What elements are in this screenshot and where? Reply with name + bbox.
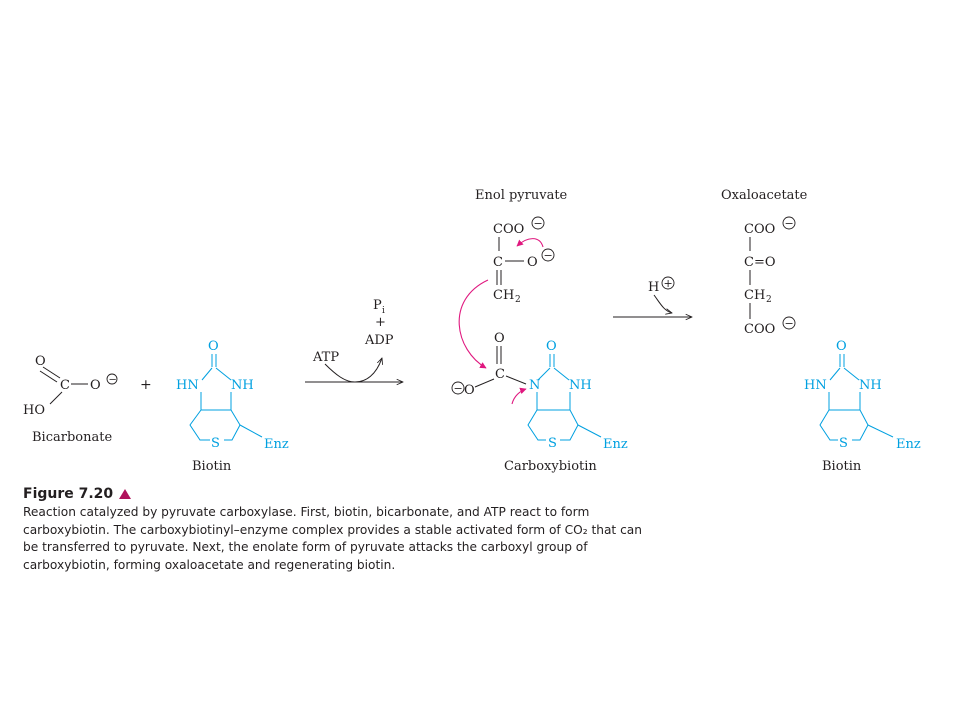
biotin-right-structure: O HN NH S Enz xyxy=(804,339,921,452)
svg-text:+: + xyxy=(375,315,386,330)
figure-number: Figure 7.20 xyxy=(23,486,114,502)
oxaloacetate-structure: COO − C=O CH 2 COO − xyxy=(744,216,796,337)
svg-text:+: + xyxy=(664,277,673,290)
svg-text:O: O xyxy=(546,339,557,354)
oxaloacetate-label: Oxaloacetate xyxy=(721,188,808,203)
svg-text:−: − xyxy=(534,217,543,230)
svg-text:2: 2 xyxy=(515,295,521,305)
svg-text:−: − xyxy=(785,317,794,330)
svg-text:−: − xyxy=(544,249,553,262)
svg-text:O: O xyxy=(527,255,538,270)
svg-text:COO: COO xyxy=(744,322,775,337)
svg-text:NH: NH xyxy=(569,378,592,393)
svg-text:O: O xyxy=(90,378,101,393)
svg-text:NH: NH xyxy=(859,378,882,393)
svg-text:CH: CH xyxy=(493,288,514,303)
figure-caption: Figure 7.20 Reaction catalyzed by pyruva… xyxy=(23,485,643,574)
proton-arrow: H + xyxy=(613,276,692,317)
biotin-left-label: Biotin xyxy=(192,459,232,474)
enol-pyruvate-structure: COO − C O − CH 2 xyxy=(493,216,555,305)
biotin-right-label: Biotin xyxy=(822,459,862,474)
atp-arrow: ATP P i + ADP xyxy=(305,298,403,382)
svg-text:O: O xyxy=(35,354,46,369)
svg-text:C: C xyxy=(60,378,70,393)
svg-text:H: H xyxy=(648,280,659,295)
svg-text:C=O: C=O xyxy=(744,255,776,270)
svg-text:−: − xyxy=(785,217,794,230)
svg-text:HN: HN xyxy=(176,378,199,393)
svg-text:C: C xyxy=(495,367,505,382)
svg-text:O: O xyxy=(494,331,505,346)
bicarbonate-label: Bicarbonate xyxy=(32,430,112,445)
electron-arrow-enolate xyxy=(516,238,544,248)
svg-text:S: S xyxy=(548,436,557,451)
figure-caption-text: Reaction catalyzed by pyruvate carboxyla… xyxy=(23,505,642,572)
svg-text:Enz: Enz xyxy=(896,437,921,452)
svg-text:S: S xyxy=(839,436,848,451)
bicarbonate-structure: O C O − HO xyxy=(23,354,118,418)
svg-text:O: O xyxy=(836,339,847,354)
plus-sign: + xyxy=(140,377,152,393)
svg-text:i: i xyxy=(382,306,385,316)
electron-arrow-attack xyxy=(458,279,489,369)
svg-text:COO: COO xyxy=(493,222,524,237)
figure-title: Figure 7.20 xyxy=(23,485,643,503)
biotin-left-structure: O HN NH S Enz xyxy=(176,339,289,452)
svg-text:Enz: Enz xyxy=(603,437,628,452)
svg-text:COO: COO xyxy=(744,222,775,237)
carboxybiotin-label: Carboxybiotin xyxy=(504,459,597,474)
svg-text:ADP: ADP xyxy=(364,333,394,348)
svg-text:O: O xyxy=(464,383,475,398)
svg-text:−: − xyxy=(109,375,117,386)
svg-text:ATP: ATP xyxy=(312,350,339,365)
svg-text:C: C xyxy=(493,255,503,270)
electron-arrow-n-c xyxy=(511,387,527,405)
svg-text:NH: NH xyxy=(231,378,254,393)
carboxybiotin-structure: O C − O O N NH S Enz xyxy=(451,331,628,452)
svg-text:Enz: Enz xyxy=(264,437,289,452)
svg-text:O: O xyxy=(208,339,219,354)
triangle-icon xyxy=(119,489,132,499)
svg-text:S: S xyxy=(211,436,220,451)
svg-text:CH: CH xyxy=(744,288,765,303)
svg-text:2: 2 xyxy=(766,295,772,305)
svg-text:HN: HN xyxy=(804,378,827,393)
svg-text:P: P xyxy=(373,298,382,313)
enol-pyruvate-label: Enol pyruvate xyxy=(475,188,568,203)
svg-text:HO: HO xyxy=(23,403,45,418)
svg-text:−: − xyxy=(454,382,463,395)
svg-text:N: N xyxy=(529,378,540,393)
